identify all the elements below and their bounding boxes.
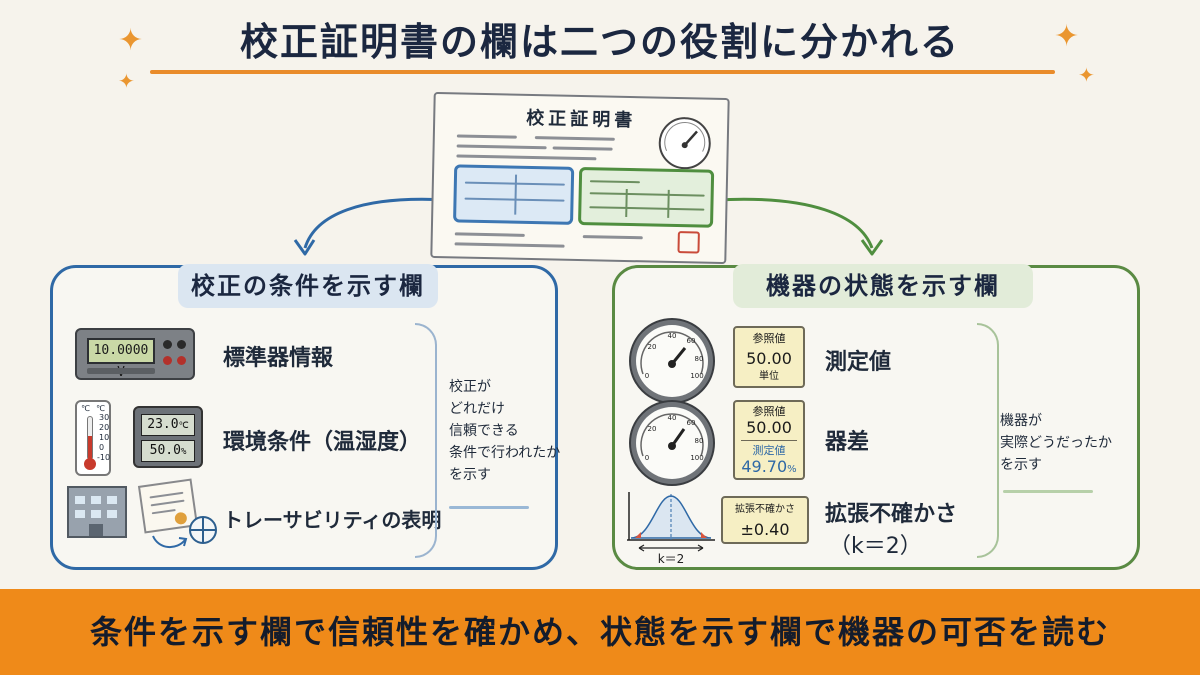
item-standard-info: 標準器情報: [223, 346, 334, 371]
text-line: [456, 134, 517, 139]
state-note: 機器が 実際どうだったか を示す: [1000, 413, 1112, 473]
text-line: [456, 154, 597, 161]
svg-text:80: 80: [695, 437, 704, 445]
meter-display: 10.0000 V: [87, 338, 155, 380]
footer-banner: 条件を示す欄で信頼性を確かめ、状態を示す欄で機器の可否を読む: [0, 589, 1200, 675]
stamp-icon: [677, 231, 700, 254]
text-line: [552, 146, 613, 151]
note-underline: [1003, 490, 1093, 493]
item-expanded-uncertainty: 拡張不確かさ: [825, 502, 958, 527]
text-line: [454, 232, 525, 237]
item-traceability: トレーサビリティの表明: [223, 508, 442, 532]
value-box: 拡張不確かさ ±0.40: [721, 496, 809, 544]
svg-text:20: 20: [648, 343, 657, 351]
item-measured-value: 測定値: [825, 350, 892, 375]
globe-icon: [189, 516, 217, 544]
bracket: [977, 323, 999, 558]
state-field-highlight: [578, 166, 715, 228]
gauge-icon: 0 20 40 60 80 100: [629, 400, 715, 486]
text-line: [534, 136, 615, 141]
hygrometer-icon: 23.0℃ 50.0%: [133, 406, 203, 468]
thermometer-icon: ℃ ℃ 30 20 10 0 -10: [75, 400, 111, 476]
value-box: 参照値 50.00 測定値 49.70%: [733, 400, 805, 480]
svg-text:60: 60: [687, 337, 696, 345]
text-line: [582, 235, 643, 240]
svg-text:60: 60: [687, 419, 696, 427]
building-icon: [67, 486, 127, 538]
svg-text:k＝2: k＝2: [658, 552, 685, 566]
gauge-icon: 0 20 40 60 80 100: [629, 318, 715, 404]
gauge-icon: [658, 117, 711, 170]
normal-curve-icon: k＝2: [627, 492, 715, 566]
page-title: 校正証明書の欄は二つの役割に分かれる: [239, 20, 960, 64]
coverage-factor-label: （k＝2）: [829, 534, 922, 559]
item-instrument-error: 器差: [825, 430, 870, 455]
sparkle-icon: ✦: [118, 69, 135, 93]
svg-text:100: 100: [690, 454, 703, 462]
value-box: 参照値 50.00 単位: [733, 326, 805, 388]
certificate-document: 校正証明書: [430, 91, 730, 265]
title-underline: [150, 70, 1055, 74]
state-panel: 機器の状態を示す欄 0 20 40 60 80 100 参照値 50.00 単位…: [612, 264, 1140, 570]
bracket: [415, 323, 437, 558]
sparkle-icon: ✦: [118, 23, 144, 58]
svg-text:100: 100: [690, 372, 703, 380]
svg-text:40: 40: [668, 414, 677, 422]
svg-text:40: 40: [668, 332, 677, 340]
item-environment: 環境条件（温湿度）: [223, 430, 422, 455]
note-underline: [449, 506, 529, 509]
svg-text:0: 0: [645, 372, 649, 380]
standard-meter-icon: 10.0000 V: [75, 328, 195, 380]
sparkle-icon: ✦: [1078, 63, 1095, 87]
condition-panel-title: 校正の条件を示す欄: [178, 264, 438, 308]
text-line: [454, 242, 565, 248]
sparkle-icon: ✦: [1054, 19, 1080, 54]
condition-field-highlight: [453, 164, 575, 225]
svg-text:80: 80: [695, 355, 704, 363]
state-panel-title: 機器の状態を示す欄: [733, 264, 1033, 308]
svg-text:0: 0: [645, 454, 649, 462]
footer-summary: 条件を示す欄で信頼性を確かめ、状態を示す欄で機器の可否を読む: [89, 613, 1110, 651]
condition-note: 校正が どれだけ 信頼できる 条件で行われたか を示す: [449, 379, 561, 483]
link-arrow-icon: [152, 535, 188, 548]
condition-panel: 校正の条件を示す欄 10.0000 V 標準器情報 ℃ ℃ 30 20 10 0…: [50, 264, 561, 570]
text-line: [456, 144, 547, 150]
svg-text:20: 20: [648, 425, 657, 433]
